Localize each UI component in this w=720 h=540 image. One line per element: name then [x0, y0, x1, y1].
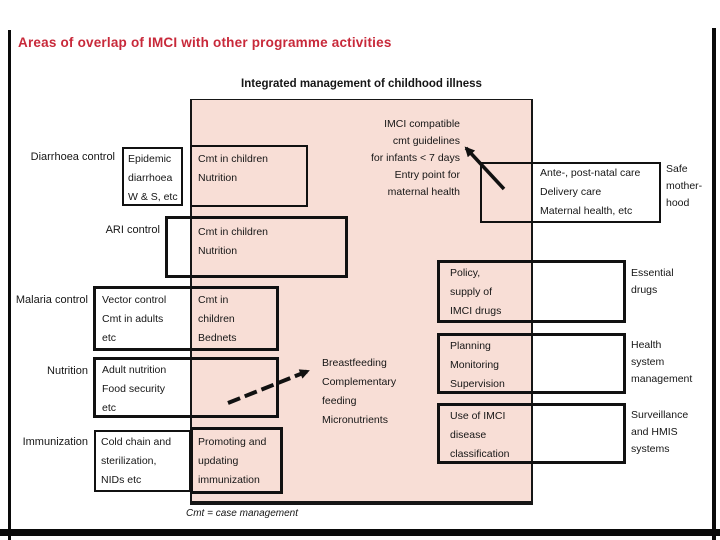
- footnote-cmt-definition: Cmt = case management: [186, 508, 298, 519]
- box-text: Adult nutrition Food security etc: [102, 364, 167, 414]
- box-text: Ante-, post-natal care Delivery care Mat…: [540, 167, 641, 217]
- row-label-immunization: Immunization: [22, 436, 88, 448]
- box-text: Cold chain and sterilization, NIDs etc: [101, 436, 172, 486]
- row-label-health-system-management: Health system management: [631, 339, 693, 385]
- box-diarrhoea-overlap: Cmt in children Nutrition: [190, 145, 308, 207]
- row-label-safe-motherhood: Safe mother- hood: [666, 163, 703, 209]
- slide-title: Areas of overlap of IMCI with other prog…: [18, 35, 392, 50]
- box-health-system-overlap: Planning Monitoring Supervision: [437, 333, 626, 394]
- frame-right-bar: [712, 28, 716, 540]
- box-text: Cmt in children Nutrition: [198, 153, 269, 184]
- box-immunization-own-activities: Cold chain and sterilization, NIDs etc: [94, 430, 191, 492]
- imci-zone-heading: Integrated management of childhood illne…: [241, 78, 482, 90]
- frame-left-bar: [8, 30, 11, 540]
- box-safe-motherhood: Ante-, post-natal care Delivery care Mat…: [480, 162, 661, 223]
- box-immunization-overlap: Promoting and updating immunization: [190, 427, 283, 494]
- box-text: Use of IMCI disease classification: [450, 410, 510, 460]
- box-malaria: Vector control Cmt in adults etc Cmt in …: [93, 286, 279, 351]
- row-label-ari-control: ARI control: [105, 224, 160, 236]
- box-nutrition: Adult nutrition Food security etc: [93, 357, 279, 418]
- frame-bottom-bar: [0, 529, 720, 536]
- row-label-nutrition: Nutrition: [47, 365, 88, 377]
- row-label-malaria-control: Malaria control: [15, 294, 88, 306]
- box-essential-drugs-overlap: Policy, supply of IMCI drugs: [437, 260, 626, 323]
- box-text-overlap: Cmt in children Bednets: [198, 294, 237, 344]
- annotation-imci-compatible: IMCI compatible cmt guidelines for infan…: [370, 118, 460, 198]
- annotation-breastfeeding: Breastfeeding Complementary feeding Micr…: [322, 357, 397, 426]
- box-text: Cmt in children Nutrition: [198, 226, 269, 257]
- box-text: Planning Monitoring Supervision: [450, 340, 505, 390]
- row-label-essential-drugs: Essential drugs: [631, 267, 674, 296]
- box-surveillance-overlap: Use of IMCI disease classification: [437, 403, 626, 464]
- row-label-surveillance-hmis: Surveillance and HMIS systems: [631, 409, 689, 455]
- box-ari-overlap: Cmt in children Nutrition: [165, 216, 348, 278]
- box-text: Policy, supply of IMCI drugs: [450, 267, 502, 317]
- box-diarrhoea-own-activities: Epidemic diarrhoea W & S, etc: [122, 147, 183, 206]
- box-text-own: Vector control Cmt in adults etc: [102, 294, 167, 344]
- box-text: Epidemic diarrhoea W & S, etc: [128, 153, 178, 203]
- box-text: Promoting and updating immunization: [198, 436, 267, 486]
- row-label-diarrhoea-control: Diarrhoea control: [30, 151, 115, 163]
